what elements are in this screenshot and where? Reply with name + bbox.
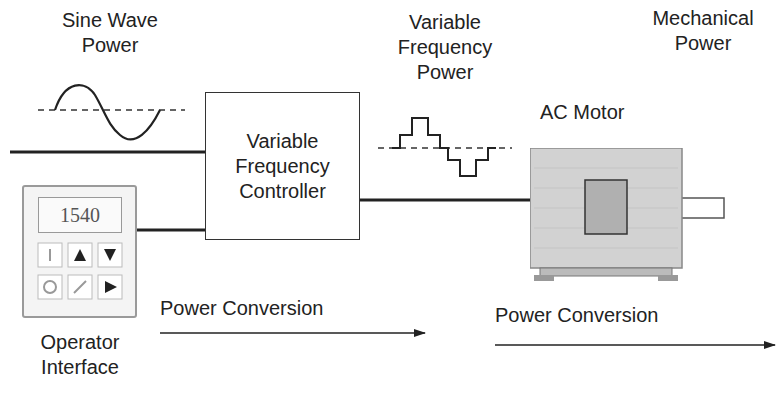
flow-arrow (495, 344, 775, 346)
power-wire (360, 199, 530, 202)
text-stack: Variable Frequency Controller (214, 129, 351, 204)
keypad-panel: 1540Operator Interface (22, 185, 137, 318)
stepped-wave (392, 118, 496, 176)
display-window: 1540 (38, 197, 122, 233)
panel-caption: Operator Interface (10, 330, 150, 380)
flow-arrow (160, 332, 425, 334)
controller-box: Variable Frequency Controller (205, 92, 360, 240)
signal-label: Sine Wave Power (45, 8, 175, 58)
sine-wave (55, 85, 160, 139)
display-readout: 1540 (60, 203, 100, 228)
input-power-line (10, 151, 205, 154)
zero-line (38, 109, 185, 111)
output-label: Mechanical Power (628, 6, 778, 56)
motor-drawing (530, 148, 730, 283)
signal-label: Variable Frequency Power (380, 10, 510, 85)
power-wire (137, 229, 205, 232)
box-text: Variable Frequency Controller (214, 129, 351, 204)
motor-body: AC Motor (530, 148, 730, 283)
flow-label: Power Conversion (160, 296, 400, 321)
motor-heading: AC Motor (540, 100, 624, 125)
flow-label: Power Conversion (495, 303, 745, 328)
